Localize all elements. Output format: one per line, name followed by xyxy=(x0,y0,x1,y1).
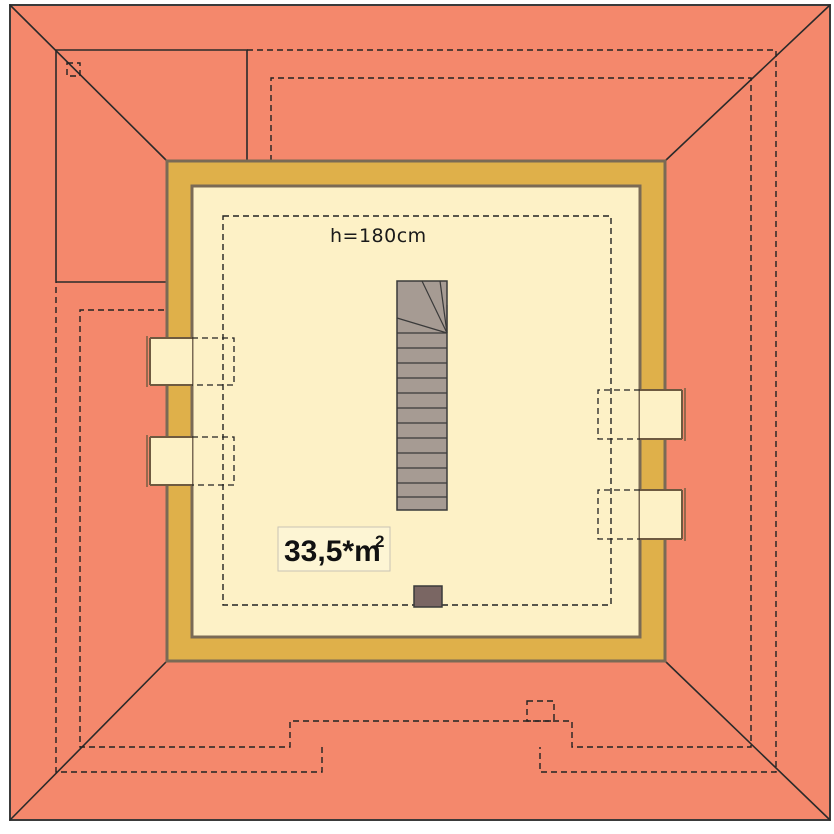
lower-roof-outline xyxy=(55,49,248,283)
height-label: h=180cm xyxy=(330,225,427,247)
roof-hip-lines xyxy=(9,4,831,821)
dormer-window-right-lower xyxy=(597,488,686,541)
dormer-window-left-lower xyxy=(146,435,235,487)
area-exponent: 2 xyxy=(375,532,384,551)
stairs xyxy=(396,280,448,511)
area-label: 33,5*m 2 xyxy=(277,526,391,572)
dormer-window-right-upper xyxy=(597,388,686,441)
area-value: 33,5*m xyxy=(284,535,381,568)
dormer-window-left-upper xyxy=(146,336,235,387)
ground-floor-outline xyxy=(55,49,777,773)
chimney xyxy=(413,585,443,608)
